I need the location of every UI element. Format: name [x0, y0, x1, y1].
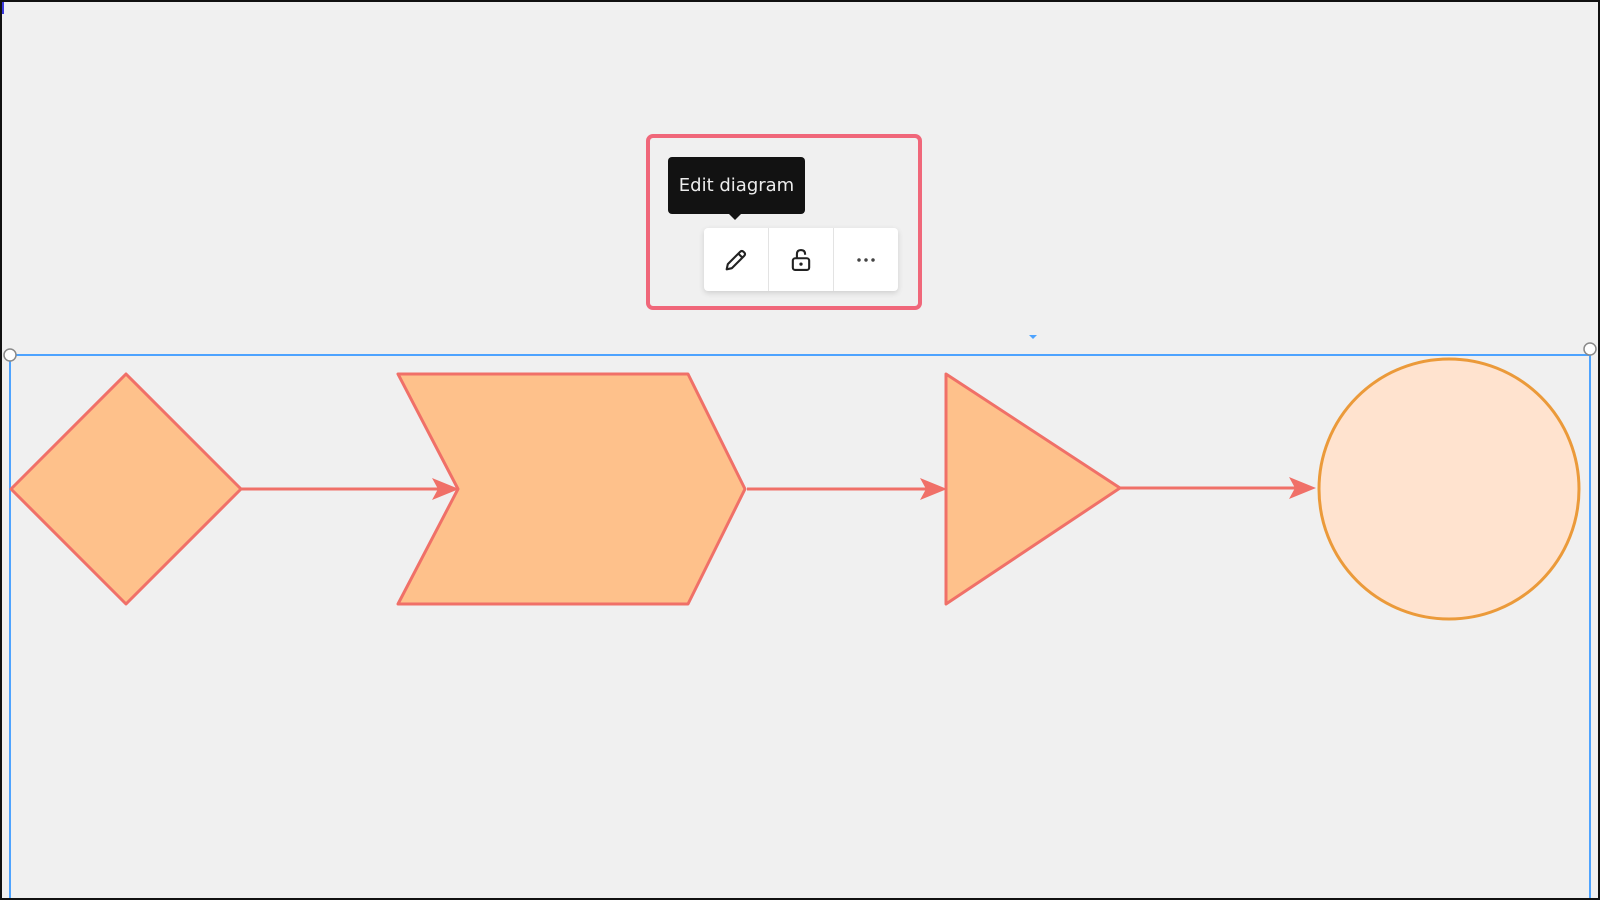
connector-arrowhead-2	[920, 478, 947, 500]
connector-arrowhead-1	[432, 478, 459, 500]
connector-arrowhead-3	[1289, 477, 1316, 499]
selection-handle-top-left[interactable]	[3, 348, 17, 362]
edit-diagram-tooltip: Edit diagram	[668, 157, 805, 214]
cursor-marker	[2, 2, 4, 14]
diamond-shape[interactable]	[9, 372, 243, 606]
more-options-button[interactable]	[833, 228, 898, 291]
unlock-icon	[791, 248, 811, 271]
pencil-icon	[725, 249, 747, 270]
tooltip-arrow	[728, 213, 742, 220]
selection-indicator	[1029, 335, 1037, 339]
triangle-shape[interactable]	[944, 372, 1122, 606]
more-horizontal-icon	[857, 257, 875, 262]
floating-toolbar	[704, 228, 898, 291]
selection-handle-top-right[interactable]	[1583, 342, 1597, 356]
edit-diagram-button[interactable]	[704, 228, 768, 291]
lock-button[interactable]	[768, 228, 833, 291]
chevron-shape[interactable]	[396, 372, 747, 606]
circle-shape[interactable]	[1317, 357, 1581, 621]
selection-box	[9, 354, 1591, 898]
toolbar-highlight-box	[646, 134, 922, 310]
